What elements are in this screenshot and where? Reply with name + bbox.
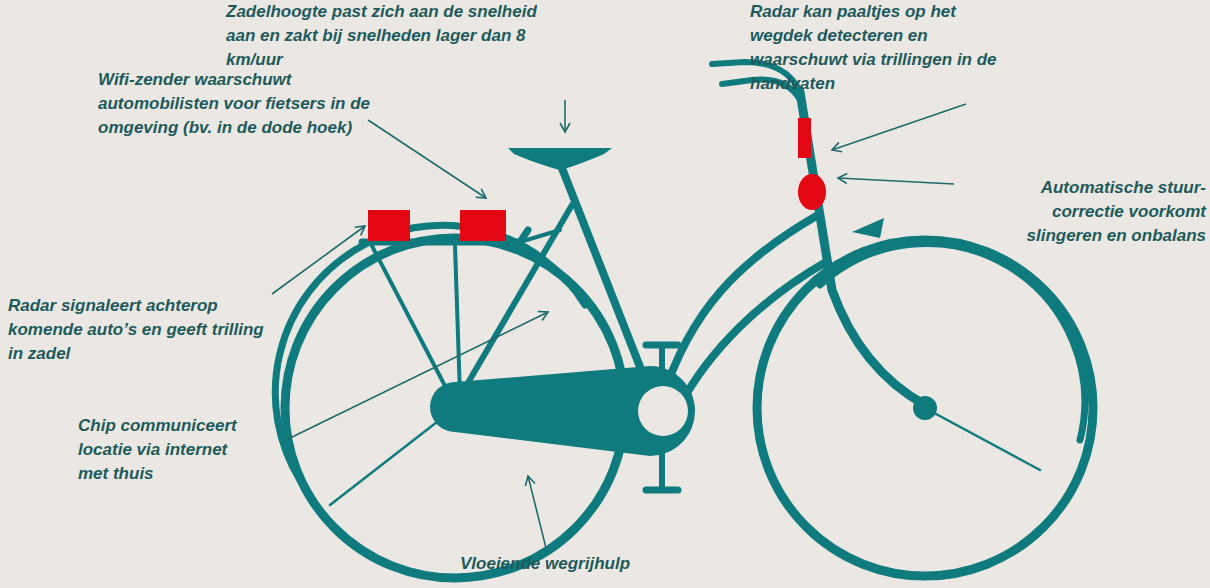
callout-text: Radar signaleert achterop komende auto’s… xyxy=(8,294,274,366)
callout-text: Zadelhoogte past zich aan de snelheid aa… xyxy=(226,0,556,72)
callout-text: Vloeiende wegrijhulp xyxy=(440,552,650,576)
callout-text: Wifi-zender waarschuwt automobilisten vo… xyxy=(98,68,398,140)
callout-text: Automatische stuur- correctie voorkomt s… xyxy=(1024,176,1206,248)
callout-text: Chip communiceert locatie via internet m… xyxy=(78,414,253,486)
callout-text: Radar kan paaltjes op het wegdek detecte… xyxy=(750,0,998,96)
